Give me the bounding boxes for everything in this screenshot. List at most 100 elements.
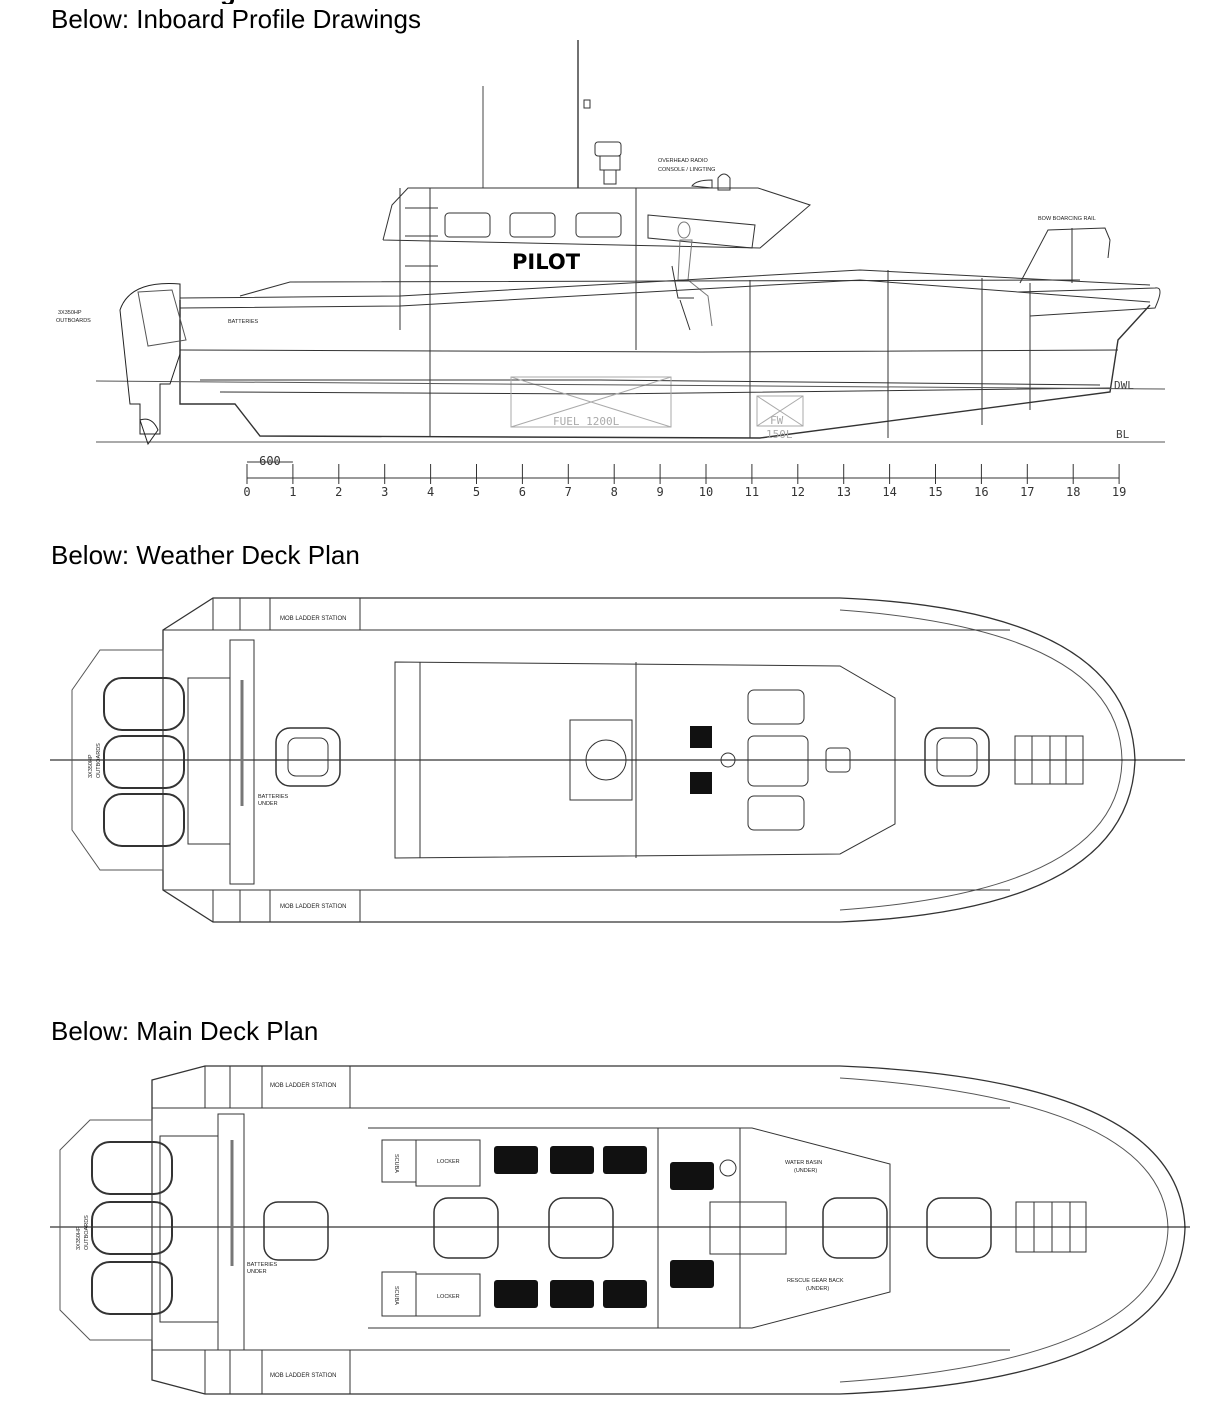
scale-tick-label: 19 bbox=[1112, 485, 1126, 499]
pilot-seat-figure bbox=[671, 221, 713, 331]
batteries-label-2: UNDER bbox=[247, 1269, 267, 1275]
windscreen bbox=[647, 214, 756, 249]
vent-grille bbox=[690, 726, 712, 748]
outboards-label-1: 3X350HP bbox=[58, 310, 82, 316]
scale-tick-label: 7 bbox=[565, 485, 572, 499]
cabin-window bbox=[509, 212, 556, 238]
mob-ladder-label-bottom: MOB LADDER STATION bbox=[280, 904, 346, 910]
scale-tick-label: 3 bbox=[381, 485, 388, 499]
scale-tick-label: 8 bbox=[611, 485, 618, 499]
fuel-tank-label: FUEL 1200L bbox=[553, 415, 620, 428]
helm-wheel bbox=[719, 1159, 737, 1177]
radar-dome bbox=[594, 141, 622, 157]
heading-main-deck: Below: Main Deck Plan bbox=[51, 1016, 319, 1046]
scale-tick-label: 2 bbox=[335, 485, 342, 499]
mob-ladder-label-top: MOB LADDER STATION bbox=[280, 616, 346, 622]
sheer-line bbox=[179, 269, 1151, 299]
rescue-gear-label-1: RESCUE GEAR BACK bbox=[787, 1278, 844, 1284]
cabin-outline bbox=[368, 1127, 891, 1329]
outboard-motor-profile bbox=[119, 283, 187, 446]
radio-console bbox=[691, 179, 713, 189]
hatch bbox=[548, 1197, 614, 1259]
outboards-label-2: OUTBOARDS bbox=[56, 318, 91, 324]
radio-label-1: OVERHEAD RADIO bbox=[658, 158, 709, 164]
locker-label-bottom: LOCKER bbox=[437, 1294, 460, 1300]
batteries-label: BATTERIES bbox=[228, 319, 258, 325]
radio-label-2: CONSOLE / LINGTING bbox=[658, 167, 715, 173]
rescue-gear-label-2: (UNDER) bbox=[806, 1286, 829, 1292]
batteries-label-1: BATTERIES bbox=[247, 1262, 277, 1268]
scale-tick-label: 1 bbox=[289, 485, 296, 499]
scale-tick-label: 14 bbox=[882, 485, 896, 499]
locker-bottom bbox=[415, 1273, 481, 1317]
mob-ladder-label-bottom: MOB LADDER STATION bbox=[270, 1373, 336, 1379]
hatch bbox=[822, 1197, 888, 1259]
weather-deck-plan: MOB LADDER STATION MOB LADDER STATION 3X… bbox=[50, 597, 1185, 923]
outboard-motors bbox=[103, 677, 185, 847]
scale-tick-label: 13 bbox=[836, 485, 850, 499]
design-waterline bbox=[95, 380, 1166, 390]
mast-fitting bbox=[583, 99, 591, 109]
fw-tank bbox=[756, 395, 804, 427]
scuba-label-top: SCUBA bbox=[393, 1154, 399, 1173]
hatch bbox=[926, 1197, 992, 1259]
bl-label: BL bbox=[1116, 428, 1130, 441]
outboards-label-1: 3X350HP bbox=[76, 1226, 82, 1250]
bow-boarding-rail bbox=[1019, 227, 1111, 284]
mob-ladder-label-top: MOB LADDER STATION bbox=[270, 1083, 336, 1089]
outboard-guard bbox=[71, 649, 164, 871]
scale-tick-label: 15 bbox=[928, 485, 942, 499]
scale-span-label: 600 bbox=[259, 454, 281, 468]
outboards-label-1: 3X350HP bbox=[88, 754, 94, 778]
dwl-label: DWL bbox=[1114, 379, 1134, 392]
scale-tick-label: 9 bbox=[656, 485, 663, 499]
inboard-profile-drawing: PILOT FUEL 1200L FW 150L DWL BL 3X3 bbox=[56, 40, 1166, 499]
bow-rail-label: BOW BOARCING RAIL bbox=[1038, 216, 1096, 222]
batteries-label-2: UNDER bbox=[258, 801, 278, 807]
scale-tick-label: 12 bbox=[791, 485, 805, 499]
outboard-guard bbox=[59, 1119, 153, 1341]
hull-outline bbox=[151, 1065, 1186, 1395]
heading-weather-deck: Below: Weather Deck Plan bbox=[51, 540, 360, 570]
hatch bbox=[433, 1197, 499, 1259]
cabin-roof bbox=[394, 661, 896, 859]
scale-tick-label: 18 bbox=[1066, 485, 1080, 499]
fw-tank-capacity: 150L bbox=[766, 428, 793, 441]
outboard-motors bbox=[91, 1141, 173, 1315]
scale-tick-label: 17 bbox=[1020, 485, 1034, 499]
cabin-outline bbox=[382, 187, 811, 249]
beacon-light bbox=[717, 173, 731, 191]
vent-grille bbox=[690, 772, 712, 794]
hatch bbox=[924, 727, 990, 787]
batteries-label-1: BATTERIES bbox=[258, 794, 288, 800]
hatch bbox=[275, 727, 341, 787]
radar-base bbox=[599, 155, 621, 171]
cabin-window bbox=[444, 212, 491, 238]
bow-steps bbox=[1015, 1201, 1087, 1253]
fw-tank-label: FW bbox=[770, 414, 784, 427]
cropped-title-fragment: g bbox=[220, 0, 280, 4]
locker-label-top: LOCKER bbox=[437, 1159, 460, 1165]
pilot-label: PILOT bbox=[512, 250, 581, 274]
scuba-label-bottom: SCUBA bbox=[393, 1286, 399, 1305]
scale-tick-label: 0 bbox=[243, 485, 250, 499]
passenger-seats bbox=[494, 1146, 714, 1308]
bow-steps bbox=[1014, 735, 1084, 785]
hull-outline bbox=[179, 300, 1151, 439]
hatch bbox=[263, 1201, 329, 1261]
scale-tick-label: 16 bbox=[974, 485, 988, 499]
outboards-label-2: OUTBOARDS bbox=[84, 1215, 90, 1250]
scale-tick-label: 4 bbox=[427, 485, 434, 499]
outboards-label-2: OUTBOARDS bbox=[96, 743, 102, 778]
scale-tick-label: 10 bbox=[699, 485, 713, 499]
cabin-window bbox=[575, 212, 622, 238]
locker-top bbox=[415, 1139, 481, 1187]
heading-inboard-profile: Below: Inboard Profile Drawings bbox=[51, 4, 421, 34]
main-deck-plan: MOB LADDER STATION MOB LADDER STATION 3X… bbox=[50, 1065, 1190, 1395]
water-basin-label-1: WATER BASIN bbox=[785, 1160, 822, 1166]
scale-tick-label: 5 bbox=[473, 485, 480, 499]
scale-tick-label: 11 bbox=[745, 485, 759, 499]
scale-tick-label: 6 bbox=[519, 485, 526, 499]
water-basin-label-2: (UNDER) bbox=[794, 1168, 817, 1174]
